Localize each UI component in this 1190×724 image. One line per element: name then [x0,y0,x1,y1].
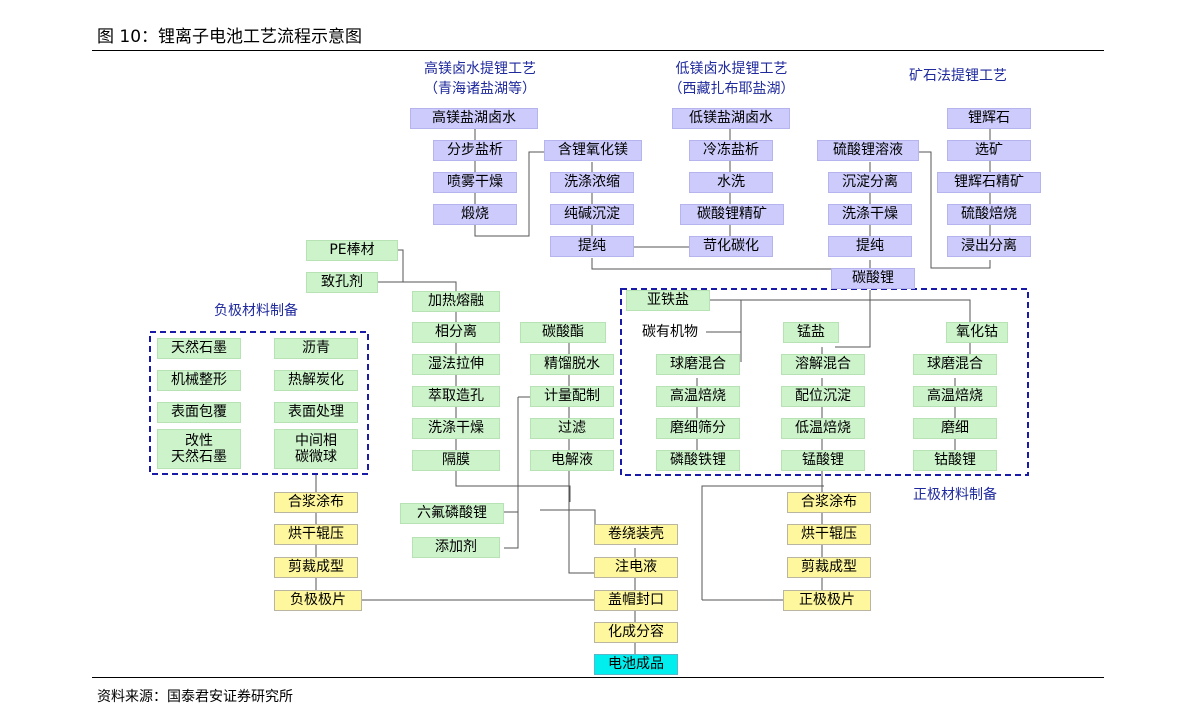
node-soda-precip: 纯碱沉淀 [550,204,634,225]
node-coord-precip: 配位沉淀 [781,386,865,407]
node-pore-agent: 致孔剂 [306,272,378,293]
node-lt-roast: 低温焙烧 [781,418,865,439]
top-rule [92,50,1104,51]
node-ball-mix2: 球磨混合 [913,354,997,375]
node-wash-conc: 洗涤浓缩 [550,172,634,193]
node-freeze-salt: 冷冻盐析 [689,140,773,161]
node-extract-pore: 萃取造孔 [412,386,500,407]
node-ferrous: 亚铁盐 [626,290,710,311]
node-mcmb: 中间相 碳微球 [274,429,358,469]
node-cap-seal: 盖帽封口 [594,590,678,611]
node-filter: 过滤 [530,418,614,439]
node-ball-mix1: 球磨混合 [656,354,740,375]
node-water-wash: 水洗 [689,172,773,193]
node-co-oxide: 氧化钴 [946,322,1008,343]
node-electrolyte: 电解液 [530,450,614,471]
node-wet-stretch: 湿法拉伸 [412,354,500,375]
source-note: 资料来源：国泰君安证券研究所 [97,689,293,705]
node-pitch: 沥青 [274,338,358,359]
header-high-mg-sub: （青海诸盐湖等） [424,81,536,97]
node-p-cut: 剪裁成型 [787,557,871,578]
node-grind-sieve: 磨细筛分 [656,418,740,439]
node-wash-dry2: 洗涤干燥 [412,418,500,439]
node-dissolve-mix: 溶解混合 [781,354,865,375]
node-spodumene: 锂辉石 [947,108,1031,129]
node-spray-dry: 喷雾干燥 [433,172,517,193]
header-high-mg: 高镁卤水提锂工艺 [424,61,536,77]
node-n-cut: 剪裁成型 [274,557,358,578]
header-low-mg: 低镁卤水提锂工艺 [675,61,788,77]
node-carbon-org: 碳有机物 [642,324,698,341]
node-heat-melt: 加热熔融 [412,291,500,312]
node-phase-sep: 相分离 [412,322,500,343]
cathode-material-frame [620,288,1029,476]
node-battery: 电池成品 [594,654,678,675]
node-ht-roast1: 高温焙烧 [656,386,740,407]
node-mod-graphite: 改性 天然石墨 [157,429,241,469]
node-surf-coat: 表面包覆 [157,402,241,423]
node-precip-sep: 沉淀分离 [828,172,912,193]
node-li-mgo: 含锂氧化镁 [544,140,642,161]
node-separator: 隔膜 [412,450,500,471]
node-mn-salt: 锰盐 [783,322,839,343]
node-li2so4-sol: 硫酸锂溶液 [817,140,919,161]
node-inject: 注电液 [594,557,678,578]
header-low-mg-sub: （西藏扎布耶盐湖） [668,81,795,97]
node-ht-roast2: 高温焙烧 [913,386,997,407]
node-p-slurry: 合浆涂布 [787,492,871,513]
header-cathode-group: 正极材料制备 [913,487,997,503]
node-dosing: 计量配制 [530,386,614,407]
group-frames [149,288,1029,476]
bottom-rule [92,677,1104,678]
node-n-dry-roll: 烘干辊压 [274,524,358,545]
node-lfp: 磷酸铁锂 [656,450,740,471]
node-wash-dry: 洗涤干燥 [828,204,912,225]
node-mech-shape: 机械整形 [157,370,241,391]
figure-title: 图 10：锂离子电池工艺流程示意图 [97,27,363,47]
node-lco: 钴酸锂 [913,450,997,471]
node-li2co3: 碳酸锂 [831,268,915,289]
node-n-slurry: 合浆涂布 [274,492,358,513]
node-surf-treat: 表面处理 [274,402,358,423]
node-beneficiation: 选矿 [947,140,1031,161]
node-calcine: 煅烧 [433,204,517,225]
node-sulfate-roast: 硫酸焙烧 [947,204,1031,225]
node-leach-sep: 浸出分离 [947,236,1031,257]
node-carbonate: 碳酸酯 [520,322,606,343]
node-stage-salt: 分步盐析 [433,140,517,161]
node-lipf6: 六氟磷酸锂 [400,503,504,524]
node-additive: 添加剂 [412,537,500,558]
node-li2co3-conc: 碳酸锂精矿 [680,204,784,225]
node-low-brine: 低镁盐湖卤水 [672,108,790,129]
node-purify-a: 提纯 [550,236,634,257]
node-lmo: 锰酸锂 [781,450,865,471]
node-high-brine: 高镁盐湖卤水 [410,108,538,129]
node-p-dry-roll: 烘干辊压 [787,524,871,545]
header-anode-group: 负极材料制备 [214,303,298,319]
node-distill: 精馏脱水 [530,354,614,375]
node-pyro-carb: 热解炭化 [274,370,358,391]
node-pe: PE棒材 [306,240,398,261]
node-natural-graphite: 天然石墨 [157,338,241,359]
node-p-plate: 正极极片 [783,590,871,611]
node-formation: 化成分容 [594,622,678,643]
node-spod-conc: 锂辉石精矿 [937,172,1041,193]
node-caustic: 苛化碳化 [689,236,773,257]
node-purify-b: 提纯 [828,236,912,257]
header-ore: 矿石法提锂工艺 [909,68,1007,84]
node-n-plate: 负极极片 [274,590,362,611]
node-grind: 磨细 [913,418,997,439]
node-wind-case: 卷绕装壳 [594,524,678,545]
